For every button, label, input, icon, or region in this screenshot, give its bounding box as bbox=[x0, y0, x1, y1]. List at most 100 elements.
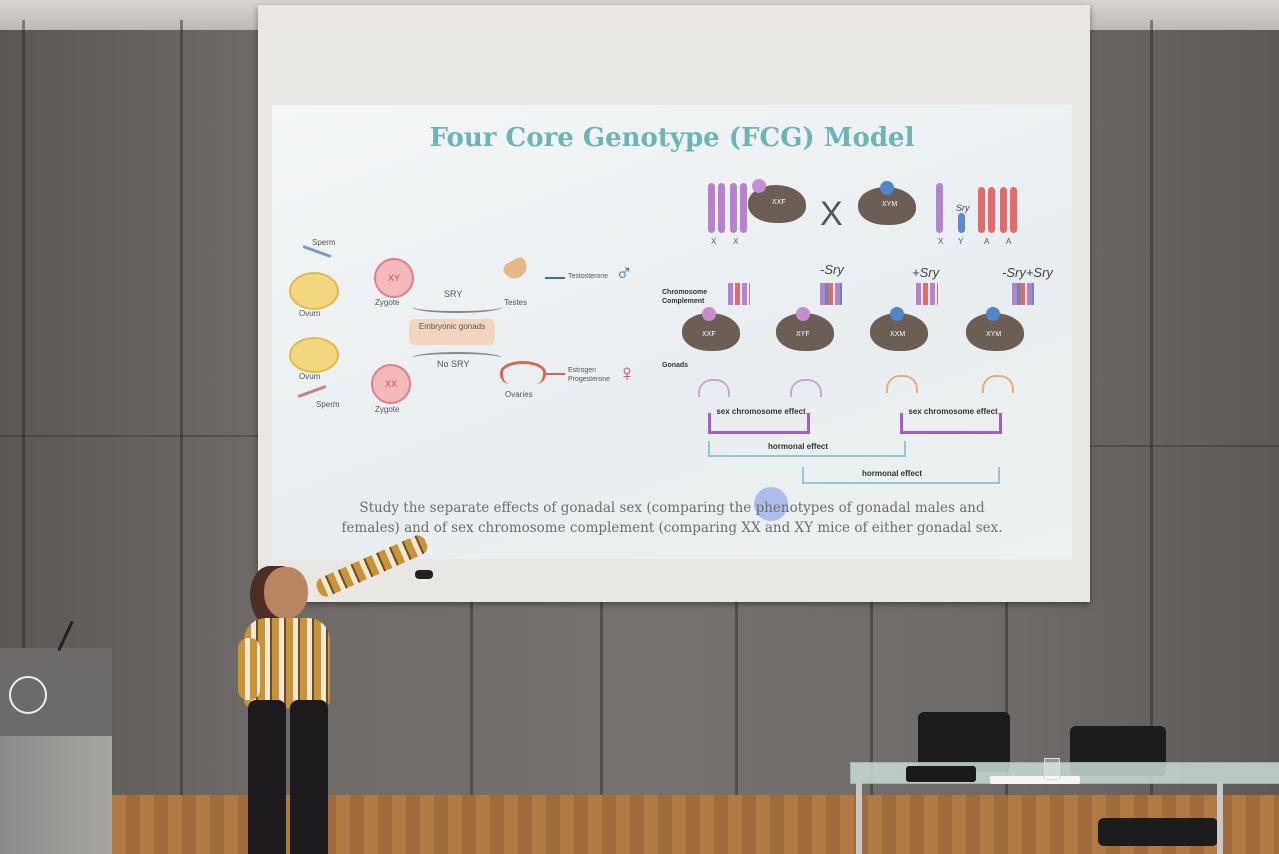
mouse-ear-icon bbox=[796, 307, 810, 321]
ovaries-icon bbox=[500, 361, 546, 384]
gonads-label: Gonads bbox=[662, 362, 689, 369]
arrow-icon bbox=[545, 277, 565, 279]
sry-label: SRY bbox=[444, 289, 463, 299]
progesterone-label: Progesterone bbox=[568, 376, 611, 383]
minus-plus-sry-label: -Sry+Sry bbox=[1002, 265, 1053, 280]
presenter-left-arm bbox=[238, 638, 260, 700]
mouse-label: XYM bbox=[882, 201, 898, 208]
chromosome-set-icon bbox=[916, 283, 938, 305]
sperm-label: Sperm bbox=[312, 238, 336, 247]
ovum-icon bbox=[289, 337, 339, 373]
glass-icon bbox=[1044, 758, 1060, 780]
minus-sry-label: -Sry bbox=[820, 262, 844, 277]
arrow-icon bbox=[802, 467, 804, 483]
chromosome-label: X bbox=[711, 237, 717, 246]
arrow-icon bbox=[900, 413, 903, 433]
arrow-icon bbox=[412, 301, 502, 313]
laser-pointer-dot bbox=[754, 487, 788, 521]
ovum-label: Ovum bbox=[299, 372, 321, 381]
cross-symbol: X bbox=[820, 195, 843, 233]
chromosome-set-icon bbox=[1012, 283, 1034, 305]
chromosome-complement-label: Chromosome Complement bbox=[662, 289, 708, 305]
sry-label: Sry bbox=[956, 203, 970, 213]
mouse-xyf-icon: XYF bbox=[776, 307, 834, 351]
cable-organizer-icon bbox=[906, 766, 976, 782]
sperm-icon bbox=[297, 384, 327, 399]
a-chromosome-icon bbox=[1000, 187, 1007, 233]
wooden-floor bbox=[0, 795, 1279, 854]
chromosome-label: A bbox=[1006, 237, 1012, 246]
chair-seat bbox=[1098, 818, 1218, 846]
slide-caption: Study the separate effects of gonadal se… bbox=[292, 498, 1052, 538]
mouse-ear-icon bbox=[986, 307, 1000, 321]
embryonic-gonads-box: Embryonic gonads bbox=[409, 319, 495, 345]
wall-panel-seam bbox=[735, 600, 738, 795]
table-leg bbox=[1217, 782, 1223, 854]
a-chromosome-icon bbox=[988, 187, 995, 233]
y-chromosome-icon bbox=[958, 213, 965, 233]
arrow-icon bbox=[708, 441, 710, 456]
chromosome-label: Y bbox=[958, 237, 964, 246]
x-chromosome-icon bbox=[730, 183, 737, 233]
sperm-label: Sperm bbox=[316, 400, 340, 409]
clicker-remote-icon bbox=[415, 570, 433, 579]
arrow-icon bbox=[998, 467, 1000, 483]
sex-chromosome-effect-arrow bbox=[900, 431, 1002, 434]
projected-slide: Four Core Genotype (FCG) Model Sperm Ovu… bbox=[272, 105, 1072, 559]
testis-icon bbox=[886, 375, 918, 393]
ovum-icon bbox=[289, 272, 339, 310]
presenter-leg bbox=[290, 700, 328, 854]
mouse-label: XYF bbox=[796, 331, 810, 338]
mouse-ear-icon bbox=[890, 307, 904, 321]
arrow-icon bbox=[999, 413, 1002, 433]
wall-panel-seam bbox=[180, 20, 183, 800]
male-symbol-icon: ♂ bbox=[615, 260, 633, 287]
mouse-ear-icon bbox=[752, 179, 766, 193]
sex-chromosome-effect-label: sex chromosome effect bbox=[908, 407, 998, 416]
podium-logo-icon bbox=[9, 676, 47, 714]
chromosome-label: A bbox=[984, 237, 990, 246]
wall-panel-seam bbox=[870, 600, 873, 795]
zygote-label: Zygote bbox=[375, 405, 400, 414]
estrogen-label: Estrogen bbox=[568, 367, 597, 374]
sex-chromosome-effect-arrow bbox=[708, 431, 810, 434]
arrow-icon bbox=[904, 441, 906, 456]
hormonal-effect-arrow bbox=[802, 482, 1000, 484]
chromosome-set-icon bbox=[728, 283, 750, 305]
arrow-icon bbox=[545, 373, 565, 375]
mouse-label: XXM bbox=[890, 331, 906, 338]
wall-panel-seam bbox=[22, 20, 25, 800]
hormonal-effect-label: hormonal effect bbox=[862, 469, 923, 478]
testis-icon bbox=[501, 255, 531, 283]
ovaries-label: Ovaries bbox=[505, 390, 533, 399]
mouse-xxm-icon: XXM bbox=[870, 307, 928, 351]
mouse-label: XYM bbox=[986, 331, 1002, 338]
testes-label: Testes bbox=[504, 298, 528, 307]
presenter-head bbox=[264, 567, 308, 619]
zygote-label: Zygote bbox=[375, 298, 400, 307]
presenter-leg bbox=[248, 700, 286, 854]
mouse-label: XXF bbox=[772, 199, 786, 206]
x-chromosome-icon bbox=[740, 183, 747, 233]
paper-plate-icon bbox=[990, 776, 1080, 784]
chromosome-label: X bbox=[938, 237, 944, 246]
chromosome-set-icon bbox=[820, 283, 842, 305]
no-sry-label: No SRY bbox=[437, 359, 470, 369]
hormonal-effect-arrow bbox=[708, 455, 906, 457]
testosterone-label: Testosterone bbox=[568, 273, 609, 280]
mouse-xxf-icon: XXF bbox=[682, 307, 740, 351]
caption-line: females) and of sex chromosome complemen… bbox=[341, 520, 1003, 536]
table-leg bbox=[856, 782, 862, 854]
wall-panel-seam bbox=[1150, 20, 1153, 800]
caption-line: Study the separate effects of gonadal se… bbox=[359, 500, 985, 516]
female-symbol-icon: ♀ bbox=[618, 360, 636, 387]
x-chromosome-icon bbox=[936, 183, 943, 233]
a-chromosome-icon bbox=[1010, 187, 1017, 233]
wall-panel-seam bbox=[470, 600, 473, 795]
mouse-label: XXF bbox=[702, 331, 716, 338]
arrow-icon bbox=[412, 352, 502, 364]
zygote-xy-icon: XY bbox=[374, 258, 414, 298]
wall-panel-seam bbox=[600, 600, 603, 795]
ovum-label: Ovum bbox=[299, 309, 321, 318]
chromosome-label: X bbox=[733, 237, 739, 246]
